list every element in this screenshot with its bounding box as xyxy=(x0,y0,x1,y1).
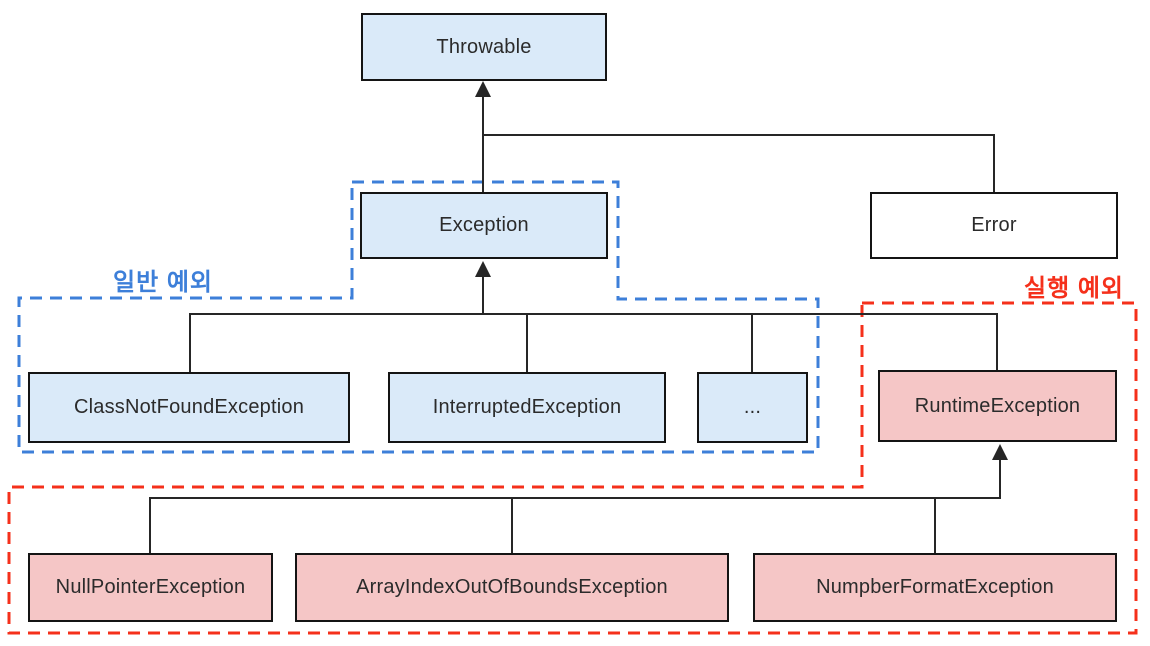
node-class-not-found-exception-label: ClassNotFoundException xyxy=(73,396,305,418)
node-throwable: Throwable xyxy=(361,13,607,81)
runtime-exception-region-outline xyxy=(7,301,1138,635)
node-exception-label: Exception xyxy=(439,214,529,236)
node-runtime-exception: RuntimeException xyxy=(878,370,1117,442)
tree-exception-children xyxy=(189,261,998,372)
node-error: Error xyxy=(870,192,1118,259)
node-null-pointer-exception-label: NullPointerException xyxy=(55,576,246,598)
arrowhead-to-throwable xyxy=(475,81,491,97)
node-error-label: Error xyxy=(971,214,1017,236)
node-number-format-exception: NumpberFormatException xyxy=(753,553,1117,622)
tree-runtime-children xyxy=(149,444,1008,553)
node-interrupted-exception: InterruptedException xyxy=(388,372,666,443)
arrowhead-to-exception xyxy=(475,261,491,277)
arrowhead-to-runtime-exception xyxy=(992,444,1008,460)
node-interrupted-exception-label: InterruptedException xyxy=(432,396,622,418)
region-label-general-exceptions: 일반 예외 xyxy=(113,269,213,296)
node-throwable-label: Throwable xyxy=(436,35,532,58)
node-class-not-found-exception: ClassNotFoundException xyxy=(28,372,350,443)
tree-throwable-children xyxy=(475,81,995,192)
node-array-index-out-of-bounds-exception-label: ArrayIndexOutOfBoundsException xyxy=(356,576,668,598)
node-number-format-exception-label: NumpberFormatException xyxy=(816,576,1054,598)
general-exception-region-outline xyxy=(17,180,820,454)
node-runtime-exception-label: RuntimeException xyxy=(914,394,1081,417)
node-array-index-out-of-bounds-exception: ArrayIndexOutOfBoundsException xyxy=(295,553,729,622)
node-exception: Exception xyxy=(360,192,608,259)
node-ellipsis: ... xyxy=(697,372,808,443)
node-ellipsis-label: ... xyxy=(743,396,762,418)
node-null-pointer-exception: NullPointerException xyxy=(28,553,273,622)
region-label-runtime-exceptions: 실행 예외 xyxy=(1024,275,1124,302)
